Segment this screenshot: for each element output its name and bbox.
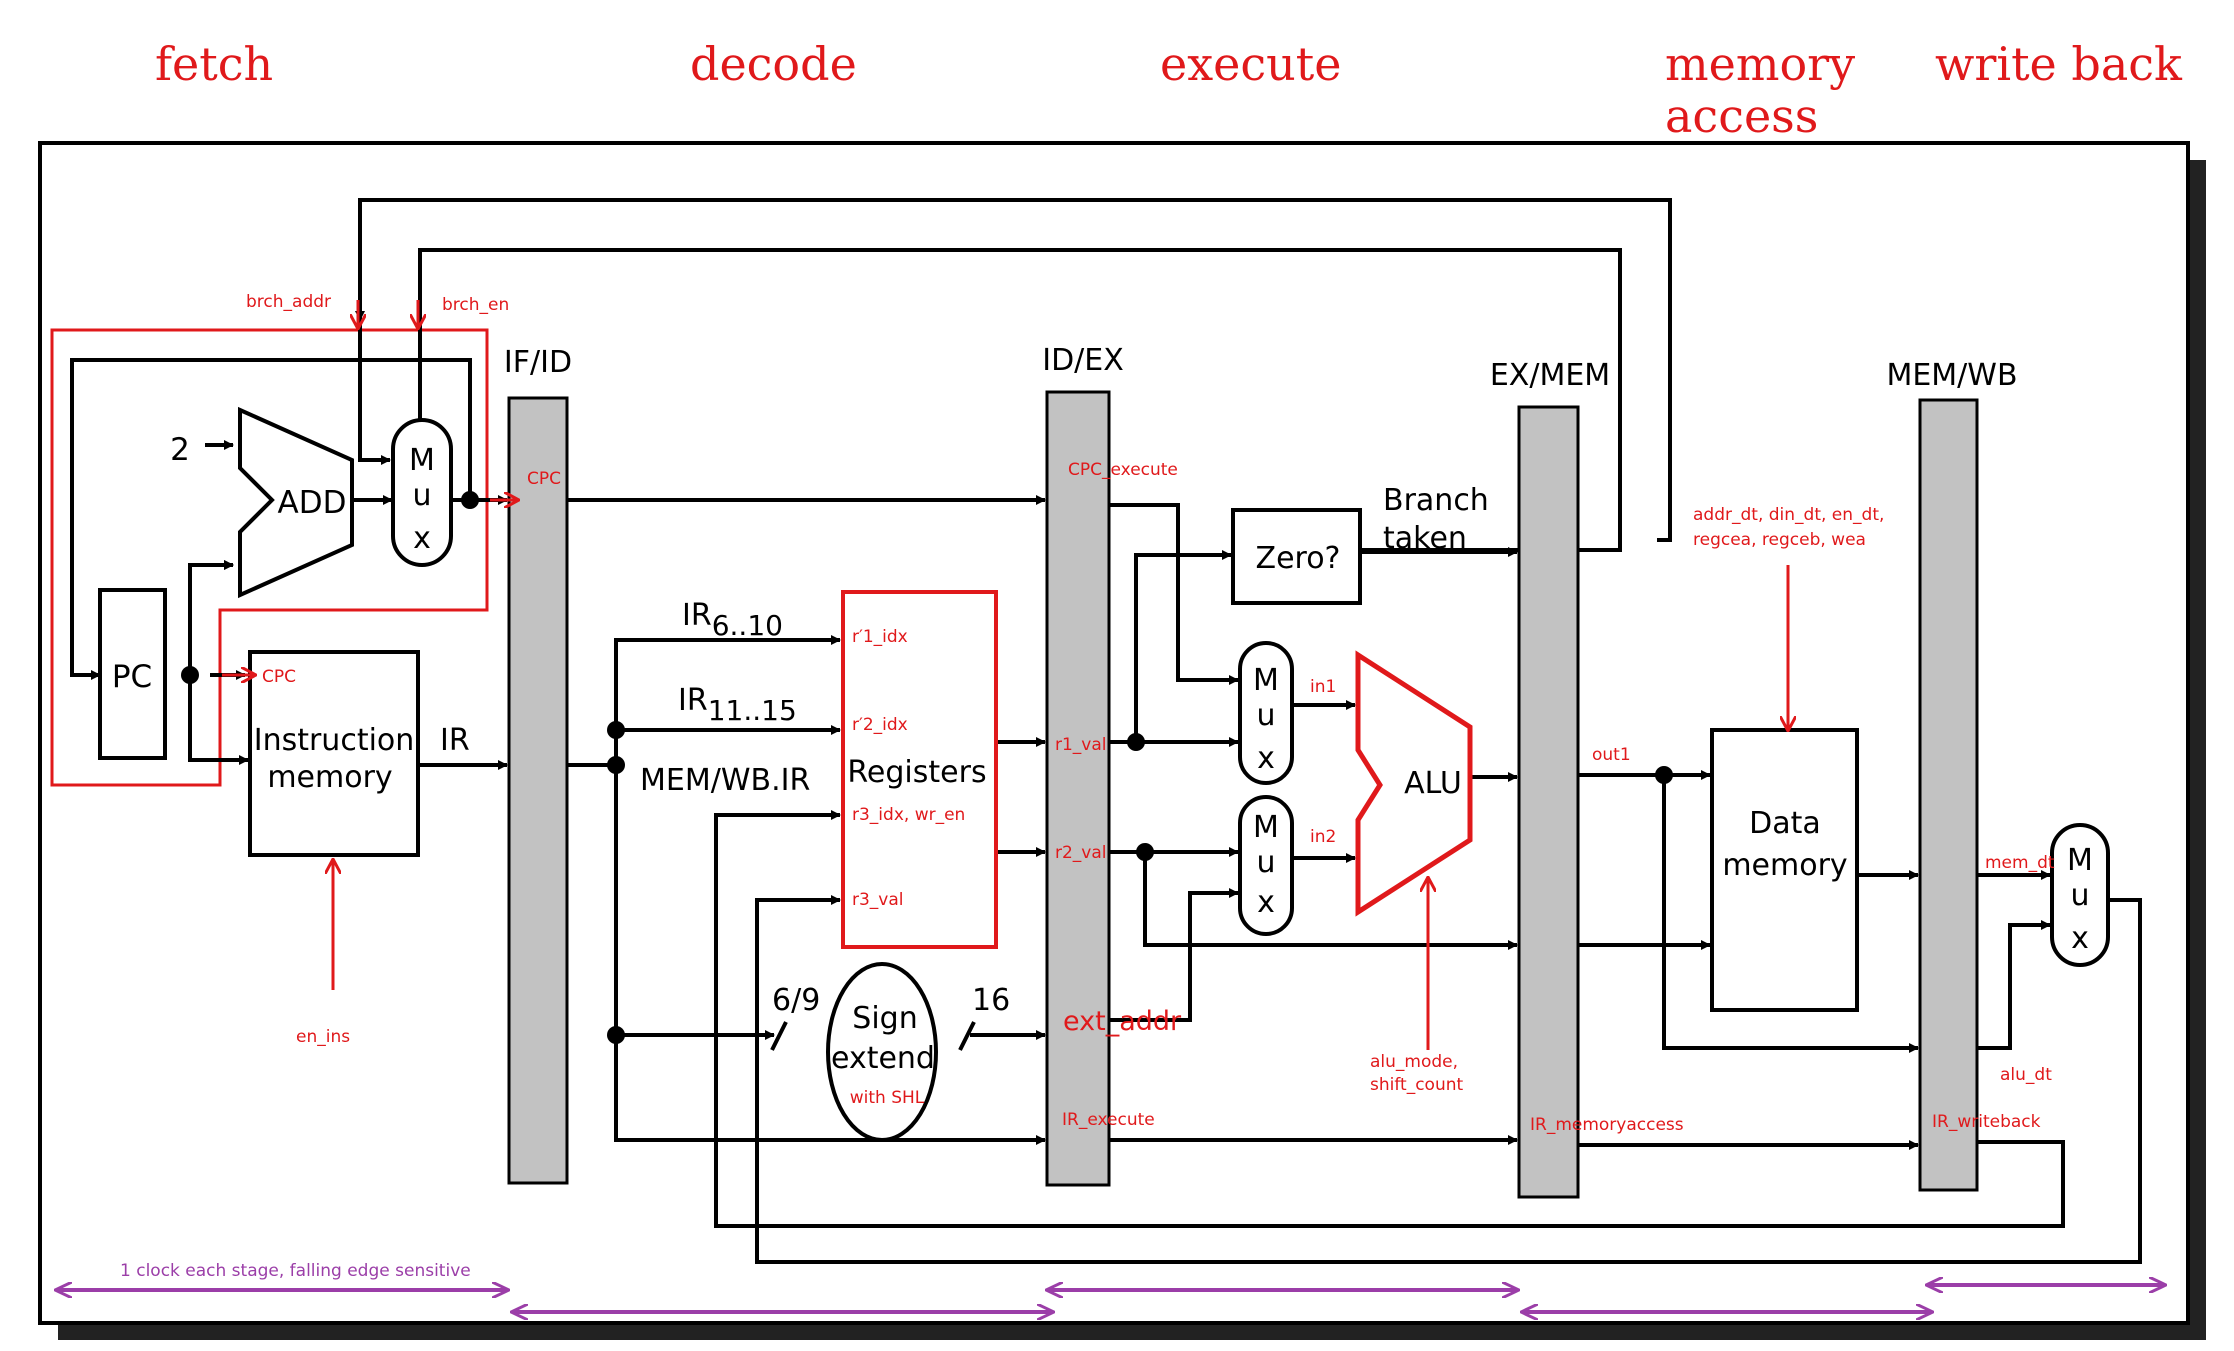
dmem-signals-label: addr_dt, din_dt, en_dt, — [1693, 505, 1884, 525]
registers-label: Registers — [847, 755, 986, 790]
constant-two: 2 — [170, 432, 190, 468]
svg-text:x: x — [413, 521, 431, 556]
branch-label: Branch — [1383, 483, 1489, 518]
dmem-signals-label-2: regcea, regceb, wea — [1693, 530, 1866, 550]
width-16: 16 — [972, 983, 1010, 1018]
svg-text:memory: memory — [1722, 848, 1847, 883]
memwb-register — [1918, 398, 1979, 1192]
sign-extend — [826, 962, 938, 1142]
mem-dt-label: mem_dt — [1985, 853, 2055, 873]
alu-mux-2 — [1238, 795, 1294, 936]
svg-text:u: u — [1256, 698, 1275, 733]
cpc-ifid-label: CPC — [527, 469, 561, 489]
stage-write-back: write back — [1935, 37, 2183, 91]
ir-label: IR — [440, 723, 470, 758]
ext-addr-label: ext_addr — [1063, 1006, 1182, 1037]
ifid-register — [507, 396, 569, 1185]
writeback-mux — [2050, 823, 2110, 967]
alu-dt-label: alu_dt — [2000, 1065, 2052, 1085]
clock-note: 1 clock each stage, falling edge sensiti… — [120, 1261, 471, 1281]
stage-fetch: fetch — [155, 37, 273, 91]
svg-text:x: x — [2071, 921, 2089, 956]
stage-access: access — [1665, 89, 1818, 143]
svg-text:M: M — [1253, 663, 1279, 698]
pc-label: PC — [112, 659, 152, 695]
r1-idx-label: r′1_idx — [852, 627, 908, 647]
brch-en-label: brch_en — [442, 295, 509, 315]
svg-text:extend: extend — [831, 1041, 935, 1076]
svg-text:memory: memory — [267, 760, 392, 795]
ir-execute-label: IR_execute — [1062, 1110, 1155, 1130]
junction-dots — [181, 491, 1673, 1044]
r3-idx-label: r3_idx, wr_en — [852, 805, 965, 825]
exmem-register — [1517, 405, 1580, 1199]
r2-idx-label: r′2_idx — [852, 715, 908, 735]
svg-text:x: x — [1257, 741, 1275, 776]
alu-mux-1 — [1238, 641, 1294, 785]
svg-text:u: u — [412, 478, 431, 513]
cpc-imem-label: CPC — [262, 667, 296, 687]
svg-text:M: M — [409, 443, 435, 478]
svg-text:Sign: Sign — [852, 1001, 917, 1036]
r3-val-label: r3_val — [852, 890, 904, 910]
svg-text:u: u — [2070, 878, 2089, 913]
svg-text:Instruction: Instruction — [254, 723, 415, 758]
svg-text:x: x — [1257, 885, 1275, 920]
stage-timing-arrows — [56, 1285, 2165, 1312]
idex-label: ID/EX — [1042, 343, 1124, 378]
brch-addr-label: brch_addr — [246, 292, 331, 312]
stage-decode: decode — [690, 37, 857, 91]
r1-val-label: r1_val — [1055, 735, 1107, 755]
ir-memoryaccess-label: IR_memoryaccess — [1530, 1115, 1684, 1135]
alu-label: ALU — [1404, 766, 1462, 801]
memwb-ir-label: MEM/WB.IR — [640, 763, 810, 798]
svg-text:M: M — [2067, 843, 2093, 878]
idex-register — [1045, 390, 1111, 1187]
stage-execute: execute — [1160, 37, 1341, 91]
pc-register — [98, 588, 167, 760]
zero-check — [1231, 508, 1362, 605]
register-file — [841, 590, 998, 949]
pc-mux — [391, 418, 453, 567]
in1-label: in1 — [1310, 677, 1336, 697]
fetch-highlight — [50, 328, 489, 787]
ir-11-15-label: IR11..15 — [678, 683, 797, 727]
en-ins-label: en_ins — [296, 1027, 350, 1047]
add-block — [238, 406, 354, 599]
ir-writeback-label: IR_writeback — [1932, 1112, 2041, 1132]
out1-label: out1 — [1592, 745, 1631, 765]
shift-count-label: shift_count — [1370, 1075, 1464, 1095]
exmem-label: EX/MEM — [1490, 358, 1610, 393]
ifid-label: IF/ID — [504, 345, 572, 380]
svg-text:u: u — [1256, 845, 1275, 880]
ir-6-10-label: IR6..10 — [682, 598, 783, 642]
sign-extend-note: with SHL — [850, 1088, 925, 1108]
memwb-label: MEM/WB — [1886, 358, 2017, 393]
taken-label: taken — [1383, 521, 1467, 556]
svg-text:M: M — [1253, 810, 1279, 845]
svg-text:Data: Data — [1749, 806, 1821, 841]
zero-label: Zero? — [1256, 541, 1341, 576]
alu-block — [1355, 650, 1473, 917]
control-arrows — [222, 300, 1788, 1050]
alu-mode-label: alu_mode, — [1370, 1052, 1458, 1072]
stage-memory: memory — [1665, 37, 1855, 91]
r2-val-label: r2_val — [1055, 843, 1107, 863]
in2-label: in2 — [1310, 827, 1336, 847]
wires — [70, 198, 2142, 1264]
cpc-execute-label: CPC_execute — [1068, 460, 1178, 480]
width-6-9: 6/9 — [772, 983, 820, 1018]
add-label: ADD — [278, 485, 347, 521]
instruction-memory — [248, 650, 420, 857]
